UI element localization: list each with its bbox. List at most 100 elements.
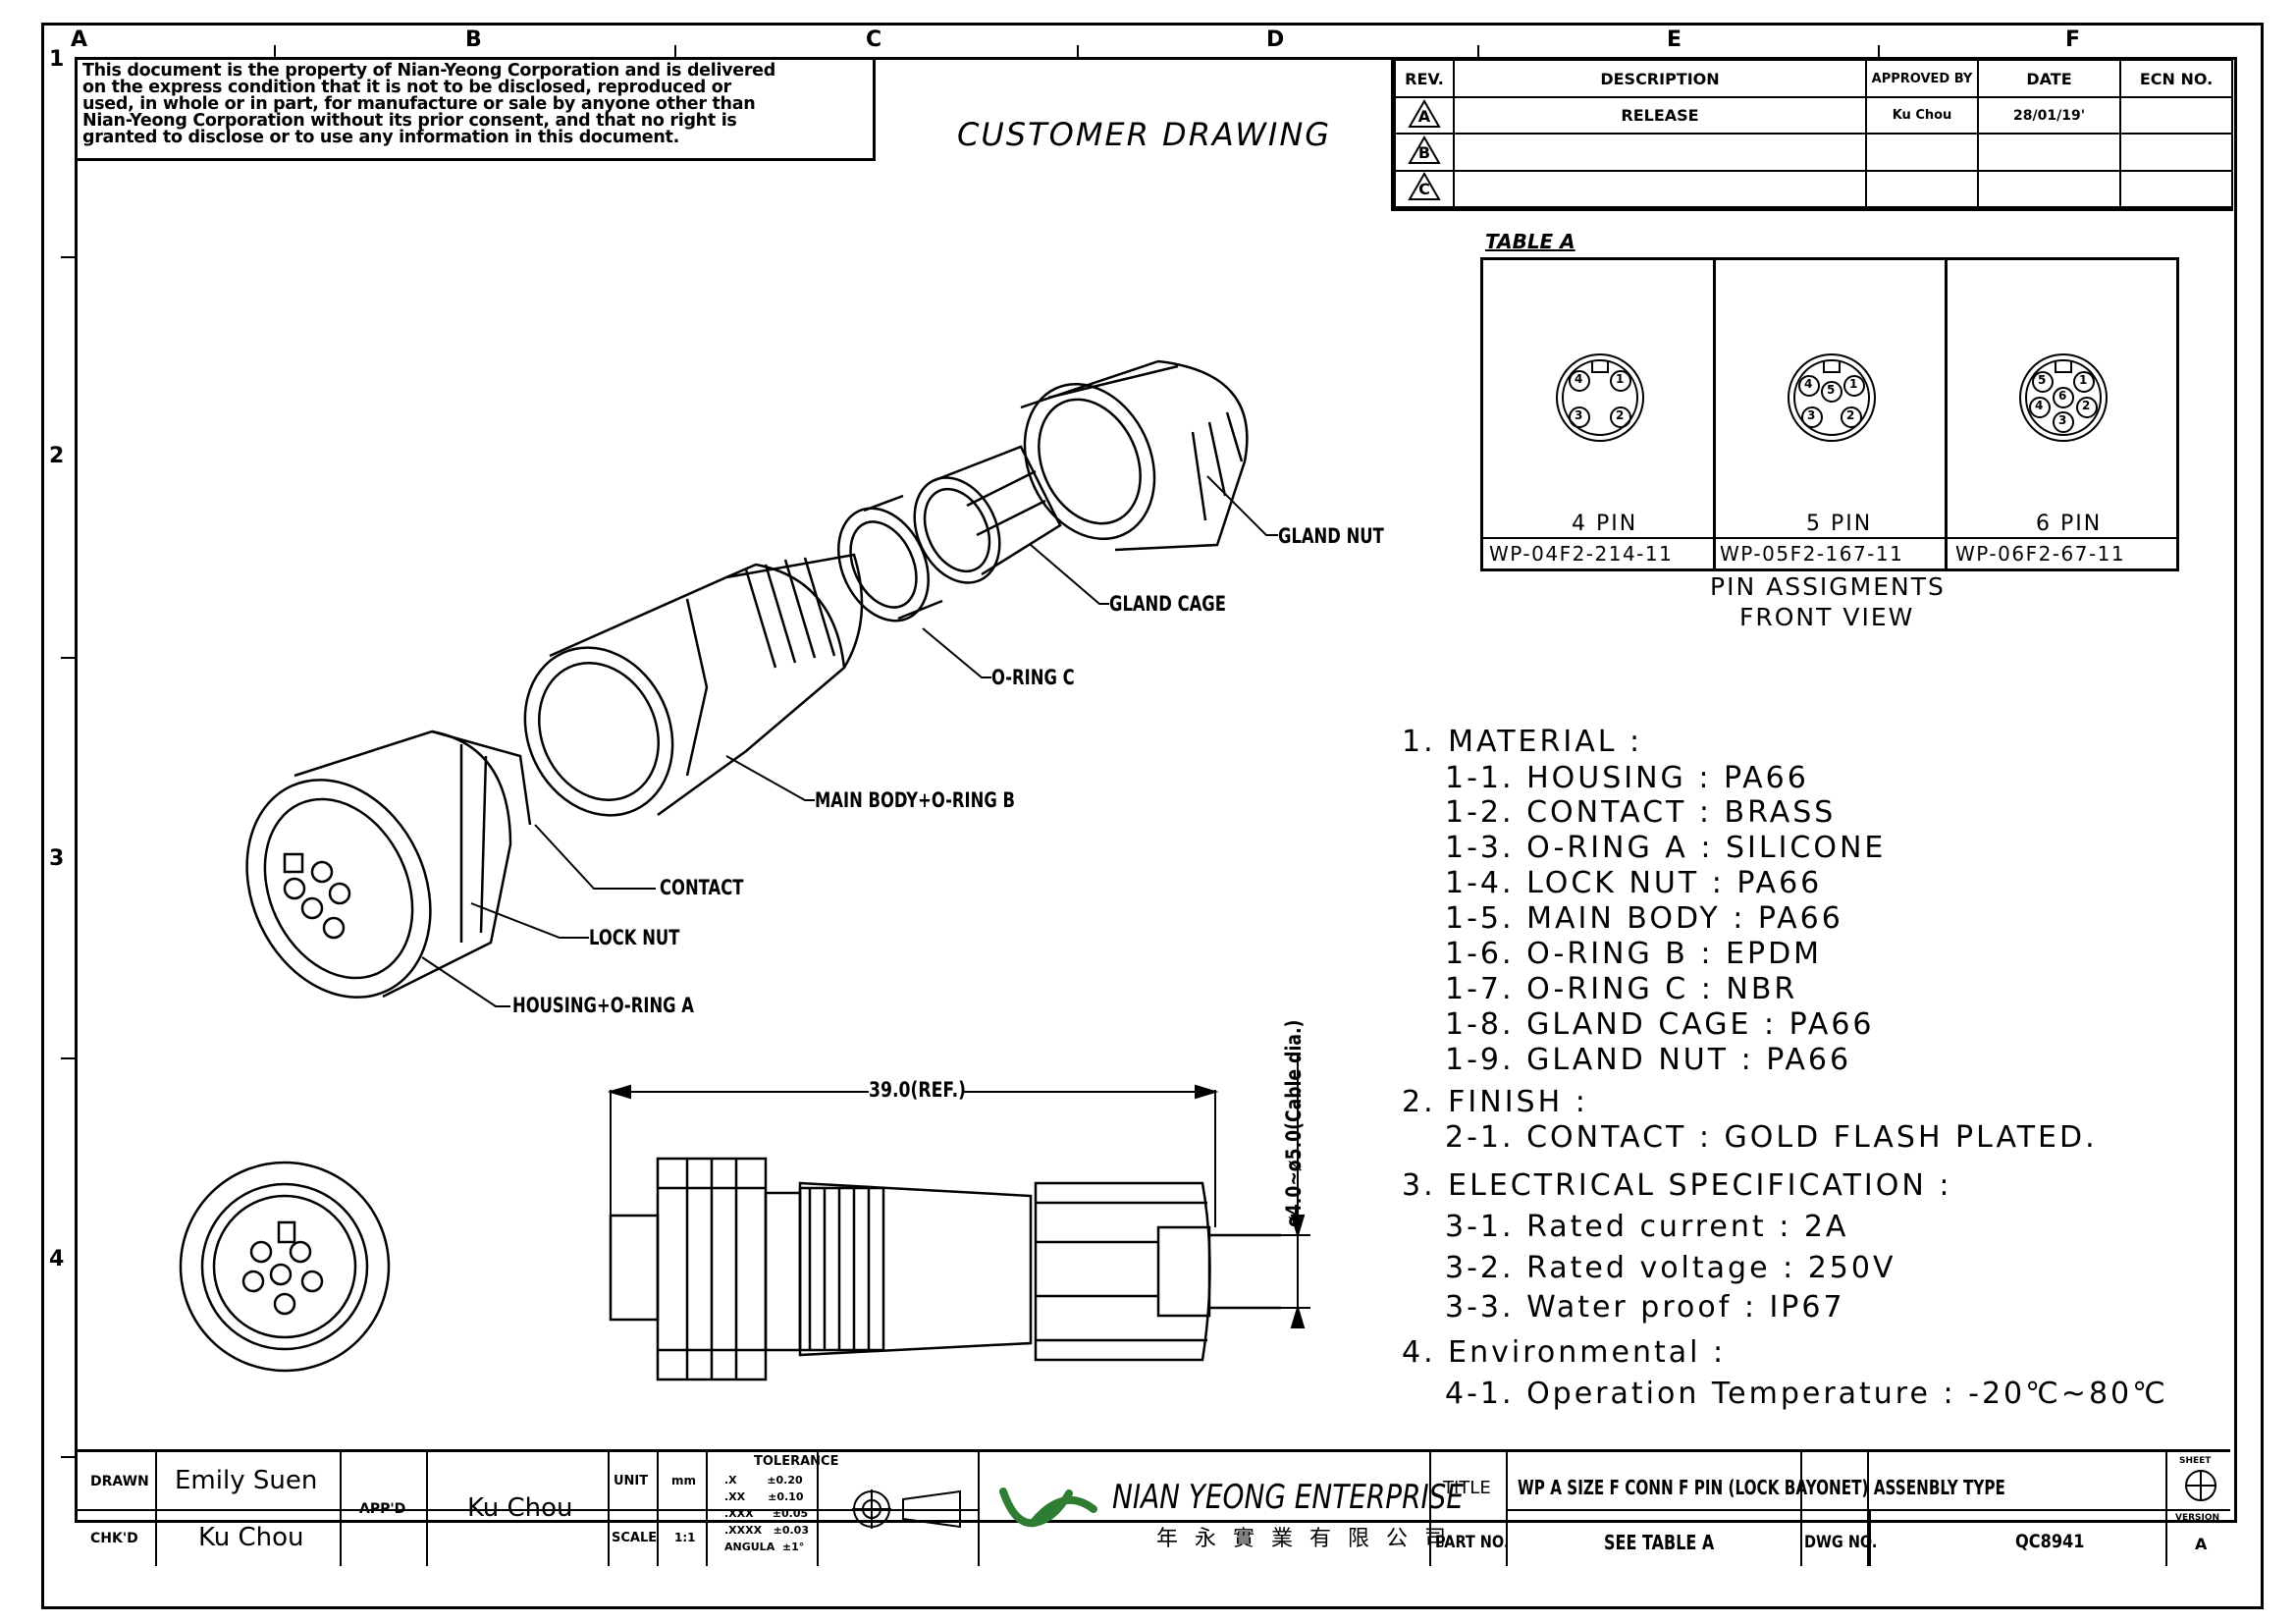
- pin-count-label: 5 PIN: [1806, 512, 1873, 536]
- main-body-part: [523, 553, 864, 817]
- part-label: PART NO.: [1435, 1533, 1510, 1552]
- zone-col-c: C: [866, 27, 882, 52]
- pin-number: 1: [1849, 377, 1858, 391]
- pin-caption-line1: PIN ASSIGMENTS: [1710, 572, 1946, 601]
- spec-line: 4. Environmental :: [1402, 1335, 1727, 1370]
- o-ring-c-part: [837, 494, 943, 622]
- pin-count-label: 4 PIN: [1572, 512, 1638, 536]
- spec-line: 3-1. Rated current : 2A: [1445, 1210, 1849, 1244]
- part-number: WP-04F2-214-11: [1489, 542, 1674, 566]
- zone-col-f: F: [2065, 27, 2081, 52]
- approved-value: Ku Chou: [467, 1493, 573, 1523]
- approved-header: APPROVED BY: [1865, 59, 1979, 98]
- pin-number: 3: [1575, 408, 1583, 422]
- drawing-title: CUSTOMER DRAWING: [957, 116, 1332, 153]
- pin-table: 4 1 3 2 4 PIN WP-04F2-214-11 4 5 1 3 2 5…: [1480, 257, 2179, 571]
- approved-cell: [1865, 169, 1979, 209]
- spec-line: 1-8. GLAND CAGE : PA66: [1445, 1007, 1875, 1042]
- rev-cell: C: [1394, 169, 1455, 209]
- spec-line: 1-3. O-RING A : SILICONE: [1445, 831, 1887, 865]
- scale-value: 1:1: [674, 1531, 696, 1544]
- notice-line: This document is the property of Nian-Ye…: [82, 61, 775, 81]
- drawn-label: DRAWN: [90, 1474, 149, 1489]
- revision-table: REV. DESCRIPTION APPROVED BY DATE ECN NO…: [1391, 59, 2233, 211]
- ecn-cell: [2119, 95, 2233, 135]
- spec-line: 1-1. HOUSING : PA66: [1445, 761, 1809, 795]
- pin-number: 2: [2082, 399, 2091, 412]
- pin-number: 4: [1575, 372, 1583, 386]
- unit-label: UNIT: [614, 1474, 649, 1488]
- description-cell: RELEASE: [1453, 95, 1867, 135]
- drawing-border: [75, 57, 2237, 1523]
- unit-value: mm: [671, 1474, 697, 1488]
- sheet-border: [41, 23, 2264, 1609]
- spec-line: 1-5. MAIN BODY : PA66: [1445, 901, 1843, 936]
- spec-line: 1-4. LOCK NUT : PA66: [1445, 866, 1823, 900]
- pin-6-face-icon: [2019, 353, 2108, 442]
- zone-row-1: 1: [49, 47, 65, 72]
- proprietary-notice: This document is the property of Nian-Ye…: [77, 59, 876, 161]
- table-a-title: TABLE A: [1485, 230, 1575, 253]
- front-view: [179, 1161, 391, 1373]
- spec-line: 4-1. Operation Temperature : -20℃~80℃: [1445, 1377, 2168, 1411]
- spec-line: 1-9. GLAND NUT : PA66: [1445, 1043, 1852, 1077]
- description-header: DESCRIPTION: [1453, 59, 1867, 98]
- version-value: A: [2195, 1535, 2208, 1553]
- spec-line: 1-2. CONTACT : BRASS: [1445, 795, 1837, 830]
- spec-line: 3. ELECTRICAL SPECIFICATION :: [1402, 1168, 1952, 1203]
- zone-row-4: 4: [49, 1247, 65, 1271]
- rev-header: REV.: [1394, 59, 1455, 98]
- rev-triangle-icon: C: [1408, 172, 1441, 201]
- lock-nut-callout: LOCK NUT: [589, 926, 680, 949]
- pin-column-6: 5 1 4 6 2 3 6 PIN WP-06F2-67-11: [1948, 260, 2176, 568]
- pin-number: 2: [1616, 408, 1625, 422]
- tolerance-title: TOLERANCE: [754, 1454, 839, 1469]
- part-number: WP-06F2-67-11: [1955, 542, 2126, 566]
- part-value: SEE TABLE A: [1604, 1531, 1715, 1554]
- zone-col-a: A: [71, 27, 88, 52]
- approved-cell: Ku Chou: [1865, 95, 1979, 135]
- pin-number: 3: [2058, 413, 2067, 427]
- ecn-header: ECN NO.: [2119, 59, 2233, 98]
- contact-callout: CONTACT: [660, 876, 744, 899]
- dwg-label: DWG NO.: [1804, 1533, 1878, 1552]
- rev-cell: B: [1394, 133, 1455, 172]
- projection-symbol-icon: [852, 1489, 961, 1529]
- cable-dimension: ø4.0~ø5.0(Cable dia.): [1282, 1019, 1306, 1227]
- spec-line: 1. MATERIAL :: [1402, 725, 1643, 759]
- gland-nut-part: [1020, 359, 1249, 552]
- version-label: VERSION: [2175, 1513, 2220, 1523]
- gland-nut-callout: GLAND NUT: [1278, 524, 1384, 548]
- checked-label: CHK'D: [90, 1531, 138, 1546]
- main-body-callout: MAIN BODY+O-RING B: [815, 788, 1015, 812]
- description-cell: [1453, 133, 1867, 172]
- zone-col-e: E: [1667, 27, 1682, 52]
- housing-part: [245, 730, 532, 999]
- approved-cell: [1865, 133, 1979, 172]
- zone-col-b: B: [465, 27, 482, 52]
- rev-triangle-icon: B: [1408, 135, 1441, 165]
- pin-4-face-icon: [1556, 353, 1644, 442]
- title-label: TITLE: [1443, 1478, 1491, 1498]
- spec-line: 1-6. O-RING B : EPDM: [1445, 937, 1823, 971]
- spec-line: 2-1. CONTACT : GOLD FLASH PLATED.: [1445, 1120, 2098, 1155]
- zone-row-2: 2: [49, 444, 65, 468]
- pin-5-face-icon: [1788, 353, 1876, 442]
- pin-number: 4: [2035, 399, 2044, 412]
- pin-count-label: 6 PIN: [2036, 512, 2103, 536]
- ecn-cell: [2119, 169, 2233, 209]
- notice-line: used, in whole or in part, for manufactu…: [82, 94, 756, 114]
- pin-number: 1: [2079, 373, 2088, 387]
- pin-number: 4: [1804, 377, 1813, 391]
- company-name: NIAN YEONG ENTERPRISE: [1112, 1478, 1464, 1517]
- sheet-symbol-icon: [2185, 1470, 2216, 1501]
- pin-number: 6: [2058, 389, 2067, 403]
- length-dimension: 39.0(REF.): [869, 1078, 967, 1102]
- date-header: DATE: [1977, 59, 2121, 98]
- pin-number: 5: [2038, 373, 2047, 387]
- company-logo-icon: [999, 1488, 1097, 1528]
- checked-value: Ku Chou: [198, 1523, 304, 1552]
- title-value: WP A SIZE F CONN F PIN (LOCK BAYONET) AS…: [1518, 1476, 2005, 1499]
- ecn-cell: [2119, 133, 2233, 172]
